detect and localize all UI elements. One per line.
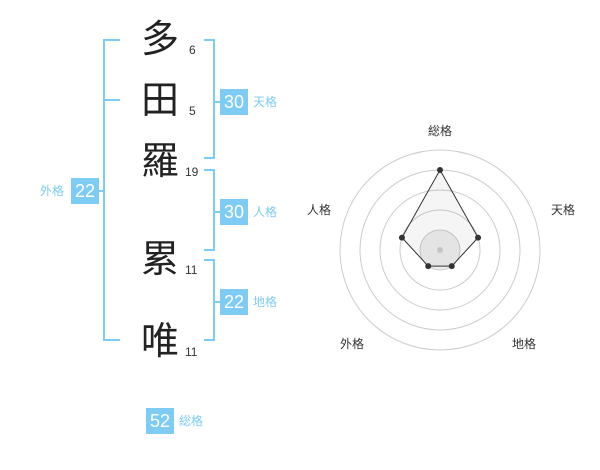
chikaku-label: 地格	[253, 295, 278, 309]
name-char-4: 累	[140, 237, 179, 281]
radar-polygon	[401, 168, 479, 267]
radar-point-2	[475, 234, 482, 241]
tenkaku-bracket	[204, 39, 215, 159]
gaikaku-label: 外格	[40, 184, 65, 198]
radar-axis-label-tenkaku: 天格	[550, 203, 575, 217]
name-char-1: 多	[140, 17, 179, 61]
stroke-count-5: 11	[185, 345, 198, 359]
radar-ring-5	[339, 149, 541, 351]
stroke-count-4: 11	[185, 263, 198, 277]
radar-ring-2	[399, 209, 481, 291]
jinkaku-bracket	[204, 169, 215, 251]
radar-point-1	[437, 167, 443, 173]
tenkaku-value: 30	[220, 89, 248, 115]
jinkaku-value: 30	[220, 199, 248, 225]
name-char-5: 唯	[140, 319, 179, 363]
radar-center-dot	[437, 247, 443, 253]
soukaku-value: 52	[146, 408, 174, 434]
stroke-count-2: 5	[189, 104, 196, 118]
chikaku-value: 22	[220, 289, 248, 315]
soukaku-label: 総格	[179, 414, 204, 428]
radar-axis-label-chikaku: 地格	[511, 337, 536, 351]
name-char-3: 羅	[140, 139, 179, 183]
name-char-2: 田	[140, 78, 179, 122]
radar-point-4	[425, 263, 432, 270]
radar-axis-label-soukaku: 総格	[427, 124, 452, 138]
chikaku-bracket	[204, 259, 215, 341]
stroke-count-1: 6	[189, 43, 196, 57]
stroke-count-3: 19	[185, 165, 199, 179]
tenkaku-label: 天格	[253, 95, 278, 109]
radar-axis-label-jinkaku: 人格	[306, 203, 331, 217]
jinkaku-label: 人格	[253, 205, 278, 219]
radar-point-5	[398, 234, 405, 241]
radar-ring-3	[379, 189, 501, 311]
gaikaku-value: 22	[71, 178, 99, 204]
radar-point-3	[448, 263, 455, 270]
radar-axis-label-gaikaku: 外格	[339, 337, 364, 351]
